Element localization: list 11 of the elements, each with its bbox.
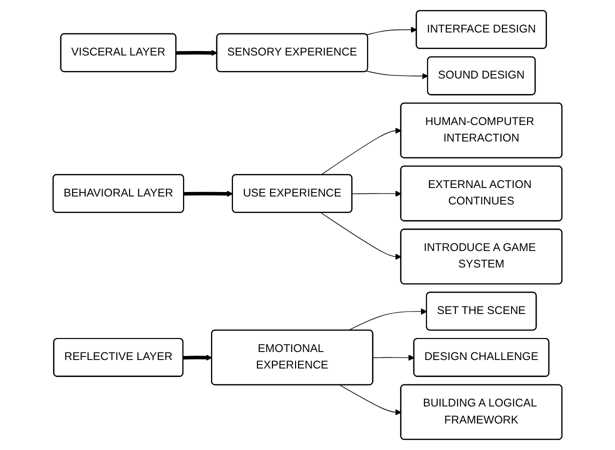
arrow (320, 212, 402, 260)
arrow (366, 26, 417, 36)
arrow (339, 384, 402, 416)
arrow (372, 354, 414, 361)
arrow (366, 70, 428, 80)
arrow (176, 50, 218, 56)
arrow (183, 354, 212, 361)
arrow (352, 190, 402, 197)
arrow (184, 190, 234, 197)
arrow (320, 128, 402, 176)
arrow (348, 308, 428, 331)
